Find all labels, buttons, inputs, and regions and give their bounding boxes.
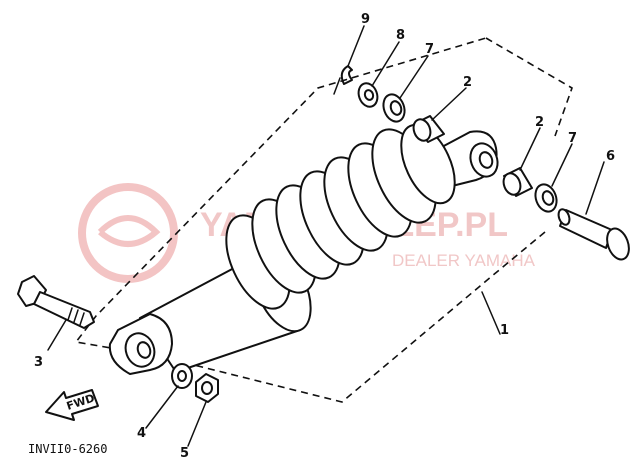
- callout-9: 9: [361, 12, 370, 27]
- coil-spring: [225, 123, 456, 310]
- forward-arrow: FWD: [45, 389, 99, 421]
- watermark-logo-mark: [97, 215, 161, 247]
- forward-arrow-icon: [45, 389, 99, 421]
- callout-2-upper: 2: [463, 75, 472, 90]
- leader-lines: [47, 25, 605, 447]
- callout-7-right: 7: [568, 131, 577, 146]
- nut-5: [195, 373, 219, 403]
- bolt-shank: [33, 291, 95, 329]
- callout-2-right: 2: [535, 115, 544, 130]
- shock-absorber: [108, 123, 499, 375]
- callout-7-upper: 7: [425, 42, 434, 57]
- oil-seal-7-right: [534, 183, 558, 213]
- washer-8: [357, 82, 379, 108]
- upper-eye-hole: [478, 151, 494, 169]
- diagram-code: INVII0-6260: [28, 442, 107, 456]
- callout-5: 5: [180, 446, 189, 461]
- callout-1: 1: [500, 323, 509, 338]
- watermark-tagline: DEALER YAMAHA: [392, 251, 536, 270]
- oil-seal-7-upper: [382, 93, 406, 123]
- callout-6: 6: [606, 149, 615, 164]
- watermark-logo: [78, 183, 178, 283]
- lower-eye-hole: [136, 341, 152, 359]
- callout-3: 3: [34, 355, 43, 370]
- washer-4: [171, 363, 193, 389]
- pivot-pin-6: [557, 208, 630, 261]
- collar-2-upper: [412, 115, 445, 143]
- mounting-bolt: [17, 275, 95, 329]
- cotter-pin: [333, 65, 353, 95]
- collar-2-right: [502, 167, 533, 197]
- callout-4: 4: [137, 426, 146, 441]
- callout-8: 8: [396, 28, 405, 43]
